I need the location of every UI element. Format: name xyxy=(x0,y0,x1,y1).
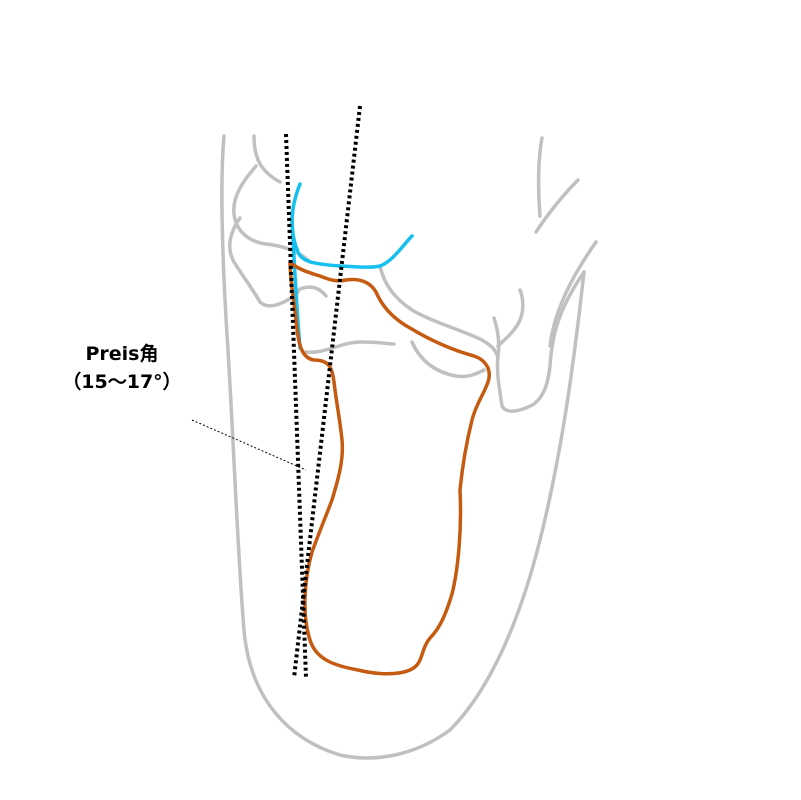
bone-contour-right-3 xyxy=(536,136,544,218)
angle-name-label: Preis角 xyxy=(85,342,158,365)
bone-contour-left-5 xyxy=(304,340,396,354)
bone-contour-left-1 xyxy=(252,134,282,184)
bone-contour-mid-2 xyxy=(410,340,486,379)
axis-lines xyxy=(284,105,362,679)
bone-contour-mid-1 xyxy=(378,264,500,360)
talus-joint-edge xyxy=(290,182,414,269)
bone-contour-left-4 xyxy=(296,285,328,298)
angle-range-label: （15～17°） xyxy=(62,370,181,393)
bone-contour-right-2 xyxy=(548,240,598,348)
heel-outer-contour xyxy=(220,134,586,760)
axis-line-vertical xyxy=(284,133,308,679)
bone-contour-mid-3 xyxy=(492,270,586,413)
bone-contour-left-3 xyxy=(228,216,300,308)
annotation-leader-line xyxy=(191,419,307,471)
calcaneus-outline xyxy=(288,260,491,676)
bone-contour-right-4 xyxy=(534,178,580,234)
soft-tissue-outline xyxy=(220,134,598,760)
bone-contour-left-2 xyxy=(232,164,312,264)
bone-contour-right-1 xyxy=(496,288,525,348)
